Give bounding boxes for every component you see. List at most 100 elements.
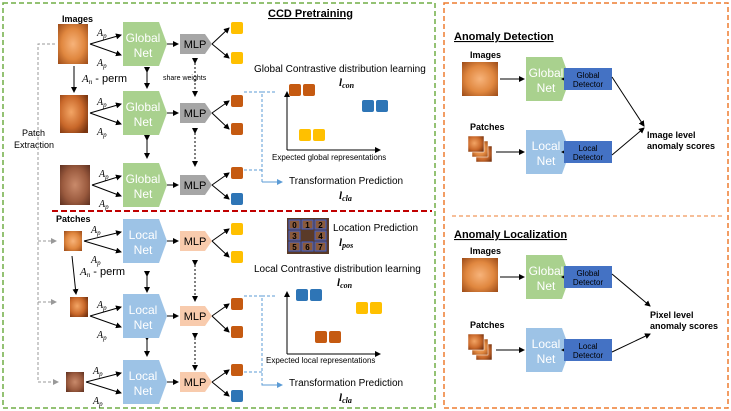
global-net [123,91,167,135]
localization-images-label: Images [470,246,501,256]
localization-local-score-arrow [611,333,651,353]
ap-label-upper: Ap [98,169,109,181]
global-net [123,163,167,207]
detection-global-net-label-2: Net [537,81,556,95]
detection-global-net [526,57,570,101]
local-lcon-label: lcon [337,277,353,290]
local-lcla-label: lcla [339,392,352,405]
mlp-output-arrow [211,315,230,333]
orange-representation-square [329,331,341,343]
localization-local-detector-label-2: Detector [573,351,604,360]
expected-local-label: Expected local representations [266,356,375,365]
perm-label-global: An - perm [81,73,127,86]
mlp-block [180,175,212,195]
global-net-label-1: Global [126,172,161,186]
localization-global-score-arrow [611,273,651,307]
yellow-feature-square [231,22,243,34]
ap-label-lower: Ap [90,255,101,267]
localization-local-net [526,328,570,372]
location-grid-cell [301,241,314,252]
input-image-1 [58,24,88,64]
share-weights-label: share weights [163,75,207,82]
location-prediction-label: Location Prediction [333,223,418,234]
yellow-representation-square [356,302,368,314]
localization-global-detector [564,266,612,288]
pretraining-panel-border [2,2,436,409]
local-feature-dashed-1 [244,295,280,386]
detection-local-detector-label-1: Local [578,144,597,153]
yellow-representation-square [313,129,325,141]
location-grid-number: 3 [292,232,297,241]
orange-feature-square [231,298,243,310]
ap-arrow-upper [89,305,122,317]
input-patch-2 [70,297,88,317]
local-lpos-label: lpos [339,237,353,250]
location-grid-cell [288,241,301,252]
mlp-output-arrow [211,100,230,114]
detection-title: Anomaly Detection [454,31,554,43]
patch-extraction-label-1: Patch [22,128,45,138]
detection-global-net-label-1: Global [529,66,564,80]
location-grid-cell [314,241,327,252]
detection-local-net-label-2: Net [537,154,556,168]
location-grid-cell [288,219,301,230]
detection-local-score-arrow [611,127,645,156]
ap-arrow-lower [83,240,122,254]
local-contrastive-label: Local Contrastive distribution learning [254,264,421,275]
localization-global-net-label-1: Global [529,264,564,278]
network-rows: ApApGlobalNetMLPApApGlobalNetMLPApApGlob… [83,22,243,408]
localization-patches-label: Patches [470,320,505,330]
location-grid-number: 6 [305,243,310,252]
local-net-label-2: Net [134,384,153,398]
mlp-output-arrow [211,228,230,242]
orange-feature-square [231,167,243,179]
detection-local-net [526,130,570,174]
location-grid-cell [314,230,327,241]
ap-label-upper: Ap [90,225,101,237]
global-lcla-label: lcla [339,190,352,203]
blue-feature-square [231,193,243,205]
ap-arrow-lower [89,315,122,329]
mlp-block [180,34,212,54]
patches-label: Patches [56,214,91,224]
location-grid-cell [314,219,327,230]
orange-feature-square [231,364,243,376]
yellow-feature-square [231,223,243,235]
detection-patch-stack [467,135,493,163]
input-image-3 [60,165,90,205]
ap-arrow-lower [91,184,122,198]
detection-global-detector-label-1: Global [576,71,599,80]
mlp-output-arrow [211,303,230,317]
ap-label-lower: Ap [98,199,109,211]
detection-images-label: Images [470,50,501,60]
localization-global-detector-label-2: Detector [573,278,604,287]
detection-patches-label: Patches [470,122,505,132]
detection-image [462,62,498,96]
pretraining-title: CCD Pretraining [268,8,353,20]
local-transformation-label: Transformation Prediction [289,378,403,389]
global-net-label-2: Net [134,187,153,201]
global-net-label-2: Net [134,46,153,60]
ap-label-lower: Ap [96,330,107,342]
global-contrastive-label: Global Contrastive distribution learning [254,64,426,75]
ap-arrow-lower [85,381,122,395]
location-grid-number: 4 [318,232,323,241]
location-grid-number: 1 [305,221,310,230]
local-net [123,219,167,263]
input-patch-3 [66,372,84,392]
ap-label-upper: Ap [96,28,107,40]
detection-global-detector [564,68,612,90]
local-net-label-2: Net [134,243,153,257]
detection-global-score-arrow [611,76,645,127]
perm-label-local: An - perm [79,266,125,279]
mlp-output-arrow [211,43,230,59]
location-grid-number: 2 [318,221,323,230]
detection-local-net-label-1: Local [532,139,561,153]
localization-score-line-1: Pixel level [650,310,694,320]
ap-arrow-upper [89,33,122,45]
mlp-output-arrow [211,240,230,258]
